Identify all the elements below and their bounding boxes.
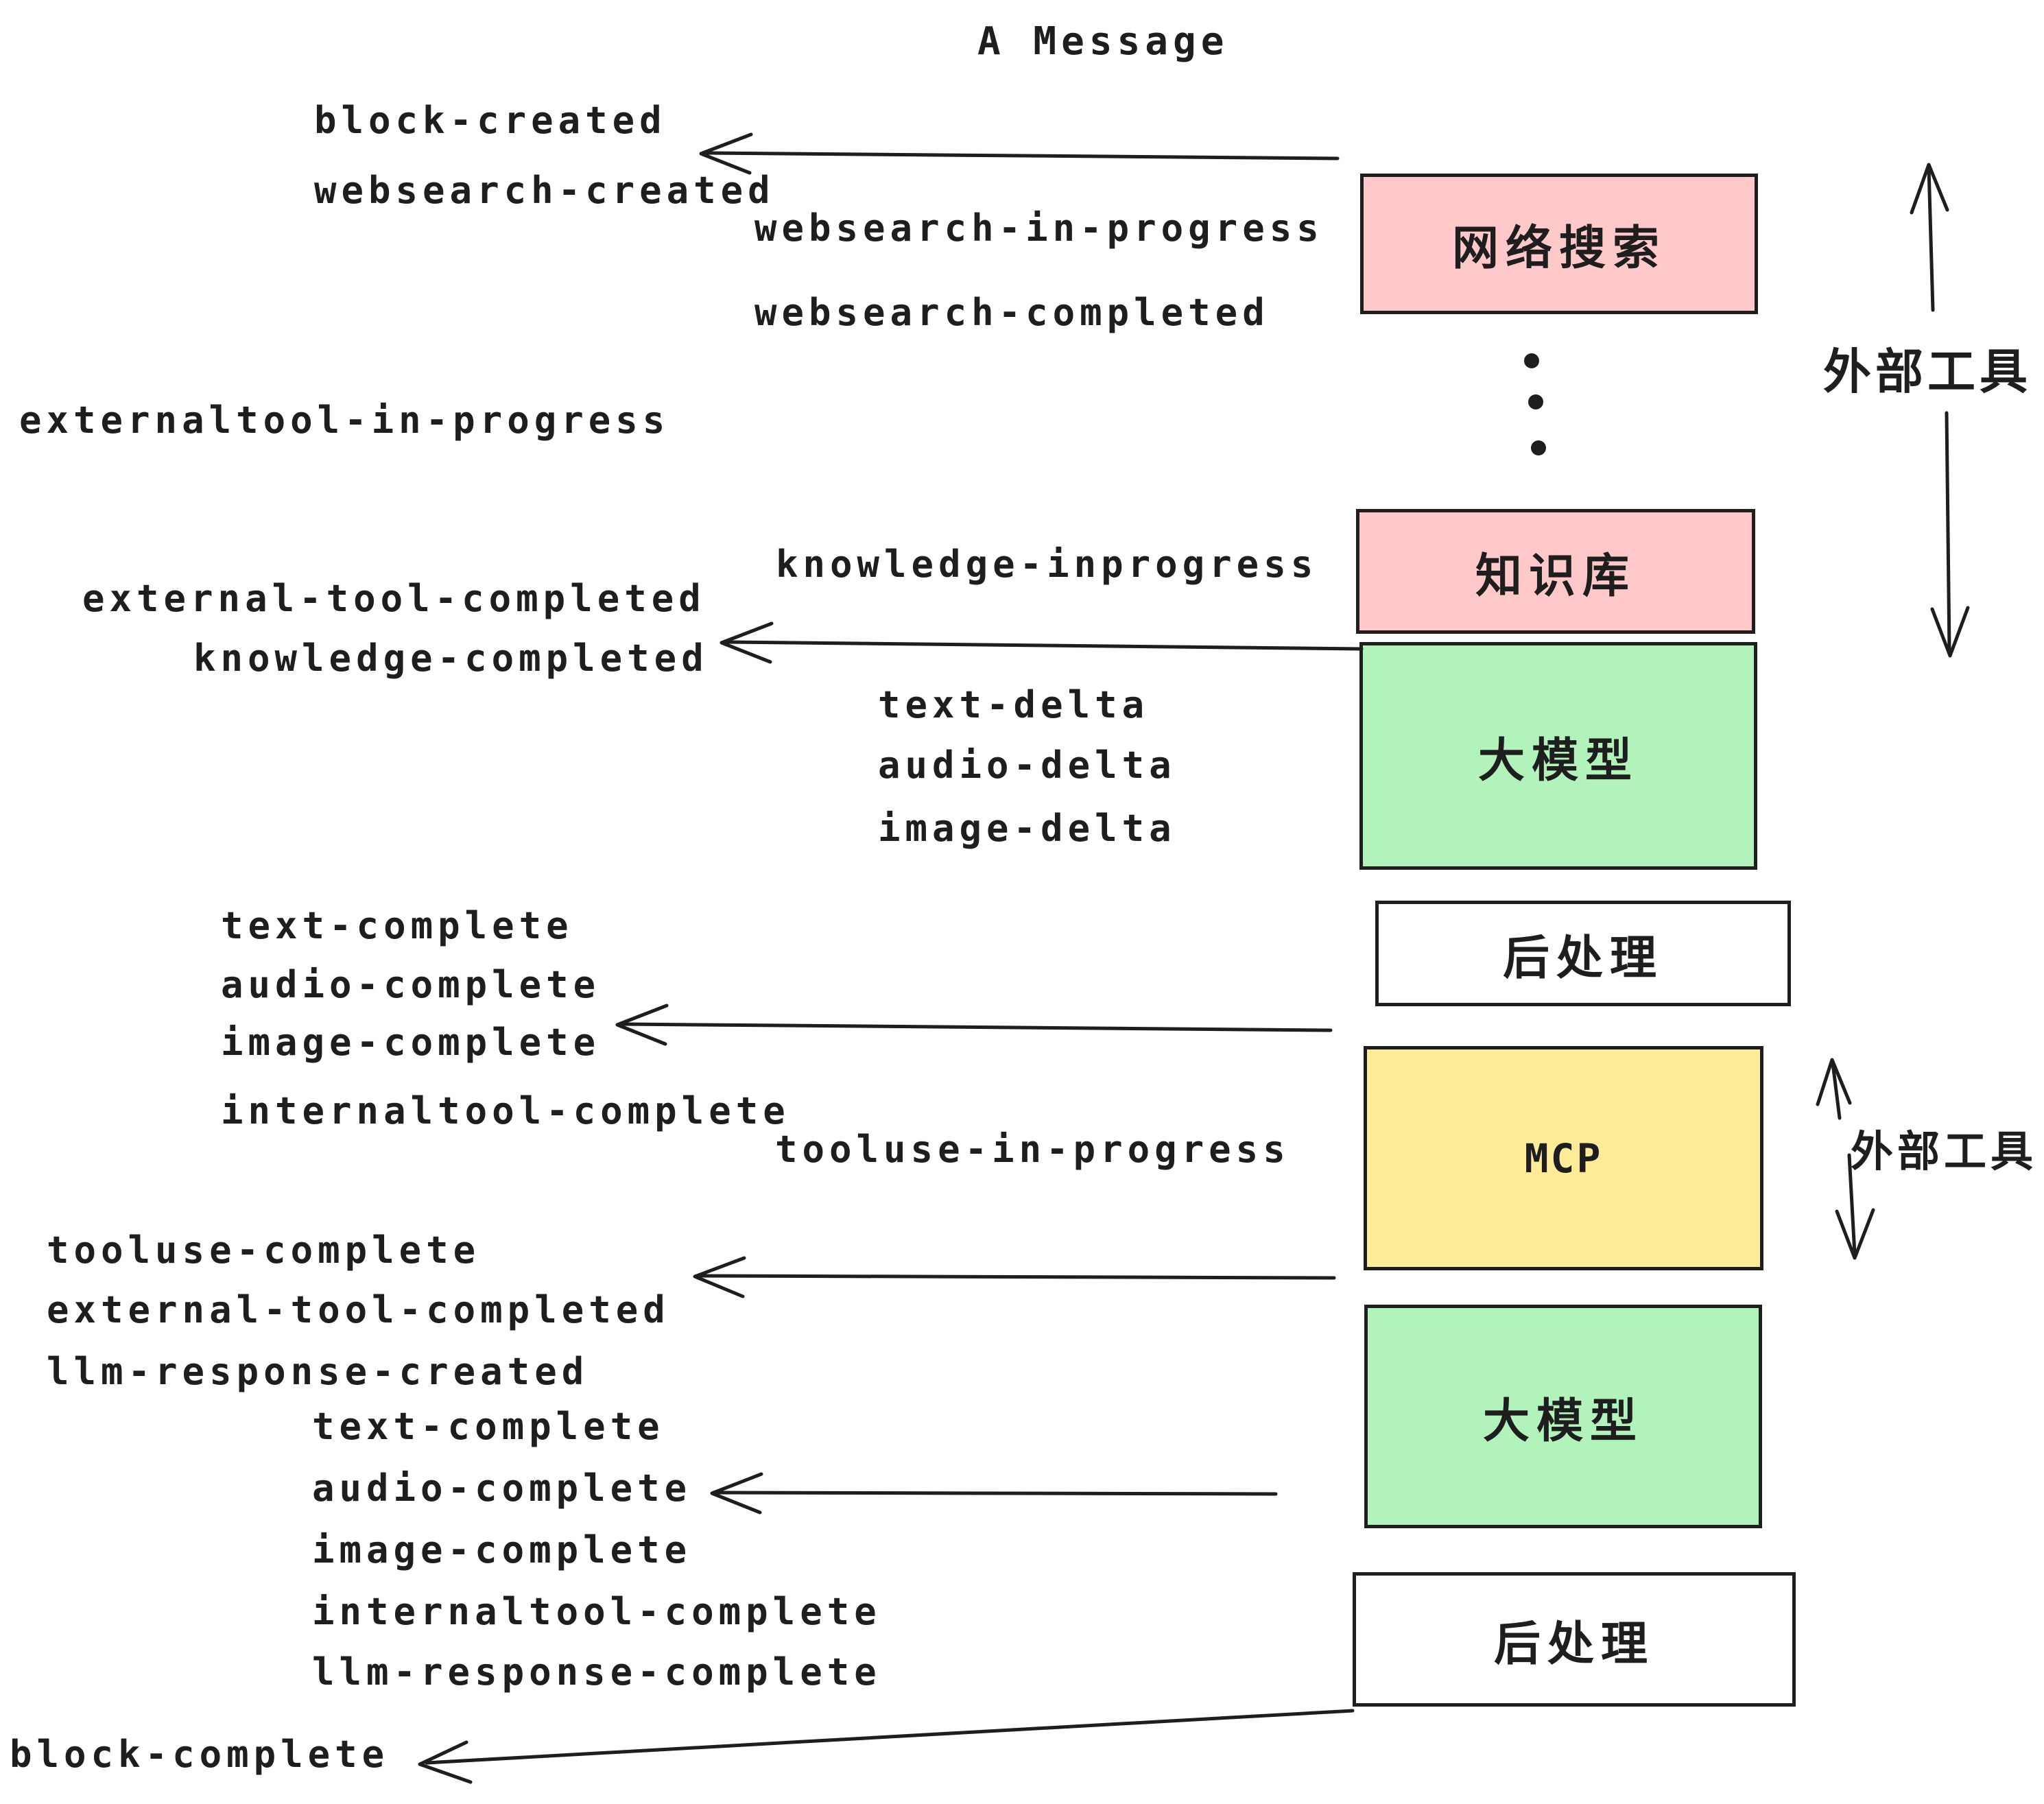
event-label-knowledge-inprogress: knowledge-inprogress [776, 543, 1318, 586]
arrow-block-created [699, 132, 1340, 175]
external-tools-label-mid: 外部工具 [1851, 1128, 2038, 1176]
event-label-audio-complete: audio-complete [221, 963, 601, 1006]
event-label-image-complete-2: image-complete [312, 1528, 692, 1571]
event-label-llm-response-created: llm-response-created [47, 1350, 589, 1393]
arrow-external-tools-up-2 [1816, 1058, 1852, 1120]
arrow-external-tools-down-2 [1835, 1153, 1875, 1260]
event-label-websearch-in-progress: websearch-in-progress [754, 206, 1324, 250]
box-web-search: 网络搜索 [1360, 174, 1758, 314]
arrow-tooluse-complete [693, 1256, 1336, 1298]
arrow-llm-complete [710, 1472, 1278, 1515]
arrow-knowledge-completed [720, 621, 1364, 664]
box-post-processing: 后处理 [1375, 901, 1791, 1006]
event-label-llm-response-complete: llm-response-complete [312, 1650, 881, 1694]
event-label-text-complete: text-complete [221, 904, 573, 947]
box-llm-label: 大模型 [1477, 734, 1639, 787]
event-label-internaltool-complete-2: internaltool-complete [312, 1590, 881, 1633]
box-post-processing-label: 后处理 [1502, 931, 1663, 984]
page-title: A Message [977, 19, 1229, 64]
box-post-processing-2: 后处理 [1353, 1572, 1796, 1707]
event-label-external-tool-completed: external-tool-completed [82, 577, 706, 620]
arrow-internal-complete [615, 1004, 1333, 1046]
arrow-block-complete [418, 1709, 1355, 1784]
box-knowledge-base: 知识库 [1356, 509, 1755, 634]
event-label-knowledge-completed: knowledge-completed [193, 637, 709, 680]
event-label-external-tool-completed-2: external-tool-completed [47, 1288, 670, 1331]
arrow-external-tools-up [1910, 163, 1949, 312]
arrow-external-tools-down [1930, 411, 1970, 658]
box-knowledge-base-label: 知识库 [1475, 549, 1636, 602]
event-label-block-complete: block-complete [10, 1733, 390, 1776]
event-label-block-created: block-created [314, 99, 667, 142]
event-label-websearch-completed: websearch-completed [754, 291, 1270, 334]
box-llm: 大模型 [1359, 642, 1757, 870]
event-label-image-delta: image-delta [878, 807, 1176, 850]
box-mcp-label: MCP [1524, 1135, 1603, 1182]
event-label-tooluse-complete: tooluse-complete [47, 1229, 481, 1272]
box-web-search-label: 网络搜索 [1451, 222, 1666, 274]
event-label-text-complete-2: text-complete [312, 1405, 665, 1448]
box-post-processing-2-label: 后处理 [1493, 1617, 1654, 1670]
vertical-ellipsis-icon [1524, 353, 1546, 455]
box-llm-2: 大模型 [1364, 1305, 1762, 1528]
event-label-tooluse-in-progress: tooluse-in-progress [775, 1128, 1290, 1171]
event-label-internaltool-complete: internaltool-complete [221, 1089, 790, 1132]
box-mcp: MCP [1364, 1046, 1763, 1270]
external-tools-label-top: 外部工具 [1823, 345, 2032, 399]
event-label-audio-delta: audio-delta [878, 744, 1176, 787]
box-llm-2-label: 大模型 [1482, 1394, 1643, 1447]
event-label-externaltool-in-progress: externaltool-in-progress [19, 399, 670, 442]
event-label-websearch-created: websearch-created [314, 169, 775, 212]
event-label-audio-complete-2: audio-complete [312, 1467, 692, 1510]
event-label-image-complete: image-complete [221, 1021, 601, 1064]
event-label-text-delta: text-delta [878, 683, 1150, 726]
